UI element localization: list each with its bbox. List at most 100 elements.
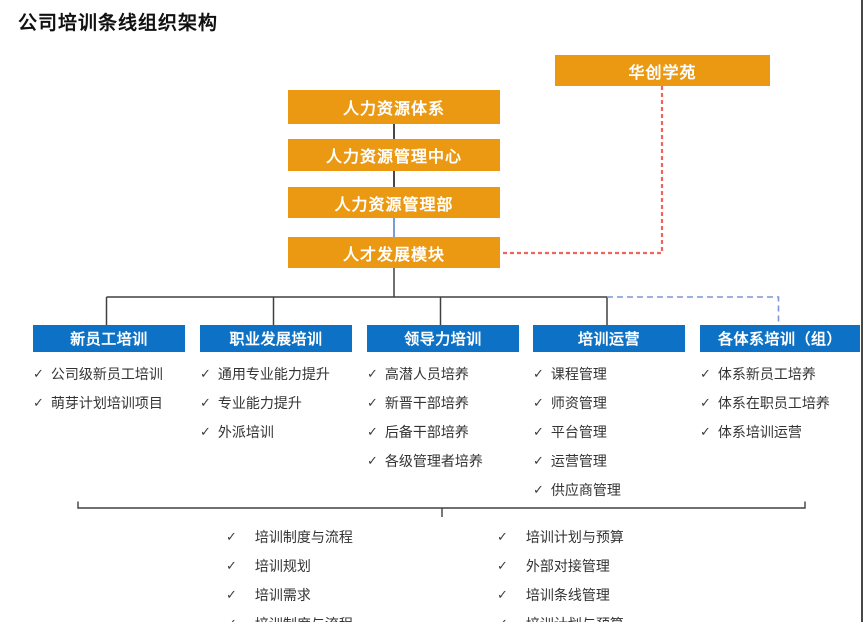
column-header-label: 培训运营 [577, 331, 640, 348]
org-box-label: 人力资源管理中心 [325, 149, 462, 166]
list-item-label: 培训计划与预算 [526, 614, 624, 622]
checkmark-icon: ✓ [533, 423, 544, 439]
column-item-list: ✓ 体系新员工培养 ✓ 体系在职员工培养 ✓ 体系培训运营 [700, 359, 860, 446]
checkmark-icon: ✓ [497, 528, 508, 544]
list-item: ✓ 培训需求 [226, 580, 353, 609]
list-item-label: 外派培训 [217, 423, 274, 440]
checkmark-icon: ✓ [200, 365, 211, 381]
column-header-label: 新员工培训 [70, 331, 148, 348]
list-item: ✓ 培训计划与预算 [497, 609, 624, 622]
list-item: ✓ 师资管理 [533, 388, 685, 417]
column-header-label: 领导力培训 [404, 331, 482, 348]
list-item: ✓ 外部对接管理 [497, 551, 624, 580]
checkmark-icon: ✓ [226, 557, 237, 573]
list-item: ✓ 培训规划 [226, 551, 353, 580]
checkmark-icon: ✓ [700, 365, 711, 381]
list-item: ✓ 外派培训 [200, 417, 352, 446]
list-item: ✓ 培训条线管理 [497, 580, 624, 609]
list-item: ✓ 通用专业能力提升 [200, 359, 352, 388]
checkmark-icon: ✓ [367, 394, 378, 410]
list-item-label: 平台管理 [550, 423, 607, 440]
training-column: 培训运营 ✓ 课程管理 ✓ 师资管理 [533, 325, 685, 504]
list-item-label: 师资管理 [550, 394, 607, 411]
shared-function-column: ✓ 培训制度与流程 ✓ 培训规划 ✓ 培训需求 ✓ [226, 522, 353, 622]
checkmark-icon: ✓ [533, 365, 544, 381]
list-item-label: 供应商管理 [550, 481, 621, 498]
org-chain-box: 人力资源管理部 [288, 187, 500, 218]
training-column: 各体系培训（组） ✓ 体系新员工培养 ✓ 体系在职员工培养 [700, 325, 860, 446]
list-item-label: 课程管理 [550, 365, 607, 382]
org-chain-box: 人力资源体系 [288, 90, 500, 124]
shared-function-column: ✓ 培训计划与预算 ✓ 外部对接管理 ✓ 培训条线管理 ✓ [497, 522, 624, 622]
checkmark-icon: ✓ [497, 586, 508, 602]
list-item: ✓ 后备干部培养 [367, 417, 519, 446]
list-item-label: 外部对接管理 [525, 557, 610, 574]
org-box-label: 华创学苑 [628, 64, 697, 82]
list-item-label: 通用专业能力提升 [217, 365, 330, 382]
list-item-label: 萌芽计划培训项目 [50, 394, 163, 411]
list-item-label: 体系新员工培养 [717, 365, 816, 382]
checkmark-icon: ✓ [533, 394, 544, 410]
list-item: ✓ 培训制度与流程 [226, 522, 353, 551]
list-item: ✓ 培训制度与流程 [226, 609, 353, 622]
list-item-label: 高潜人员培养 [384, 365, 469, 382]
column-header: 领导力培训 [367, 325, 519, 352]
list-item-label: 后备干部培养 [384, 423, 469, 440]
list-item-label: 培训条线管理 [525, 586, 610, 603]
training-column: 新员工培训 ✓ 公司级新员工培训 ✓ 萌芽计划培训项目 [33, 325, 185, 417]
dashed-blue-branch [607, 296, 780, 325]
org-box-label: 人才发展模块 [342, 246, 445, 264]
list-item: ✓ 体系新员工培养 [700, 359, 860, 388]
list-item-label: 培训需求 [254, 586, 311, 603]
checkmark-icon: ✓ [700, 394, 711, 410]
checkmark-icon: ✓ [497, 616, 508, 622]
list-item-label: 各级管理者培养 [384, 452, 483, 469]
list-item-label: 培训规划 [254, 557, 311, 574]
column-header-label: 各体系培训（组） [717, 331, 842, 348]
list-item-label: 新晋干部培养 [384, 394, 469, 411]
checkmark-icon: ✓ [367, 423, 378, 439]
checkmark-icon: ✓ [226, 586, 237, 602]
dashed-red-link [500, 86, 664, 255]
list-item: ✓ 新晋干部培养 [367, 388, 519, 417]
list-item: ✓ 高潜人员培养 [367, 359, 519, 388]
list-item: ✓ 课程管理 [533, 359, 685, 388]
list-item-label: 公司级新员工培训 [50, 365, 163, 382]
list-item-label: 体系培训运营 [717, 423, 802, 440]
list-item: ✓ 运营管理 [533, 446, 685, 475]
column-header: 各体系培训（组） [700, 325, 860, 352]
checkmark-icon: ✓ [200, 423, 211, 439]
checkmark-icon: ✓ [367, 452, 378, 468]
checkmark-icon: ✓ [226, 616, 237, 622]
list-item-label: 培训计划与预算 [525, 528, 624, 545]
training-column: 领导力培训 ✓ 高潜人员培养 ✓ 新晋干部培养 [367, 325, 519, 475]
column-header: 职业发展培训 [200, 325, 352, 352]
training-column: 职业发展培训 ✓ 通用专业能力提升 ✓ 专业能力提升 [200, 325, 352, 446]
list-item: ✓ 萌芽计划培训项目 [33, 388, 185, 417]
list-item-label: 运营管理 [550, 452, 607, 469]
list-item: ✓ 平台管理 [533, 417, 685, 446]
org-chain-box: 人力资源管理中心 [288, 139, 500, 171]
list-item: ✓ 体系在职员工培养 [700, 388, 860, 417]
checkmark-icon: ✓ [533, 452, 544, 468]
list-item-label: 专业能力提升 [217, 394, 302, 411]
column-item-list: ✓ 课程管理 ✓ 师资管理 ✓ 平台管理 [533, 359, 685, 504]
org-chain-box: 人才发展模块 [288, 237, 500, 268]
list-item: ✓ 供应商管理 [533, 475, 685, 504]
column-header-label: 职业发展培训 [229, 331, 323, 348]
list-item-label: 体系在职员工培养 [717, 394, 830, 411]
checkmark-icon: ✓ [33, 394, 44, 410]
column-item-list: ✓ 通用专业能力提升 ✓ 专业能力提升 ✓ 外派培训 [200, 359, 352, 446]
column-item-list: ✓ 高潜人员培养 ✓ 新晋干部培养 ✓ 后备干部培养 [367, 359, 519, 475]
org-box-huachuang-academy: 华创学苑 [555, 55, 770, 86]
list-item-label: 培训制度与流程 [254, 528, 353, 545]
column-header: 新员工培训 [33, 325, 185, 352]
list-item: ✓ 体系培训运营 [700, 417, 860, 446]
checkmark-icon: ✓ [497, 557, 508, 573]
list-item: ✓ 专业能力提升 [200, 388, 352, 417]
checkmark-icon: ✓ [33, 365, 44, 381]
